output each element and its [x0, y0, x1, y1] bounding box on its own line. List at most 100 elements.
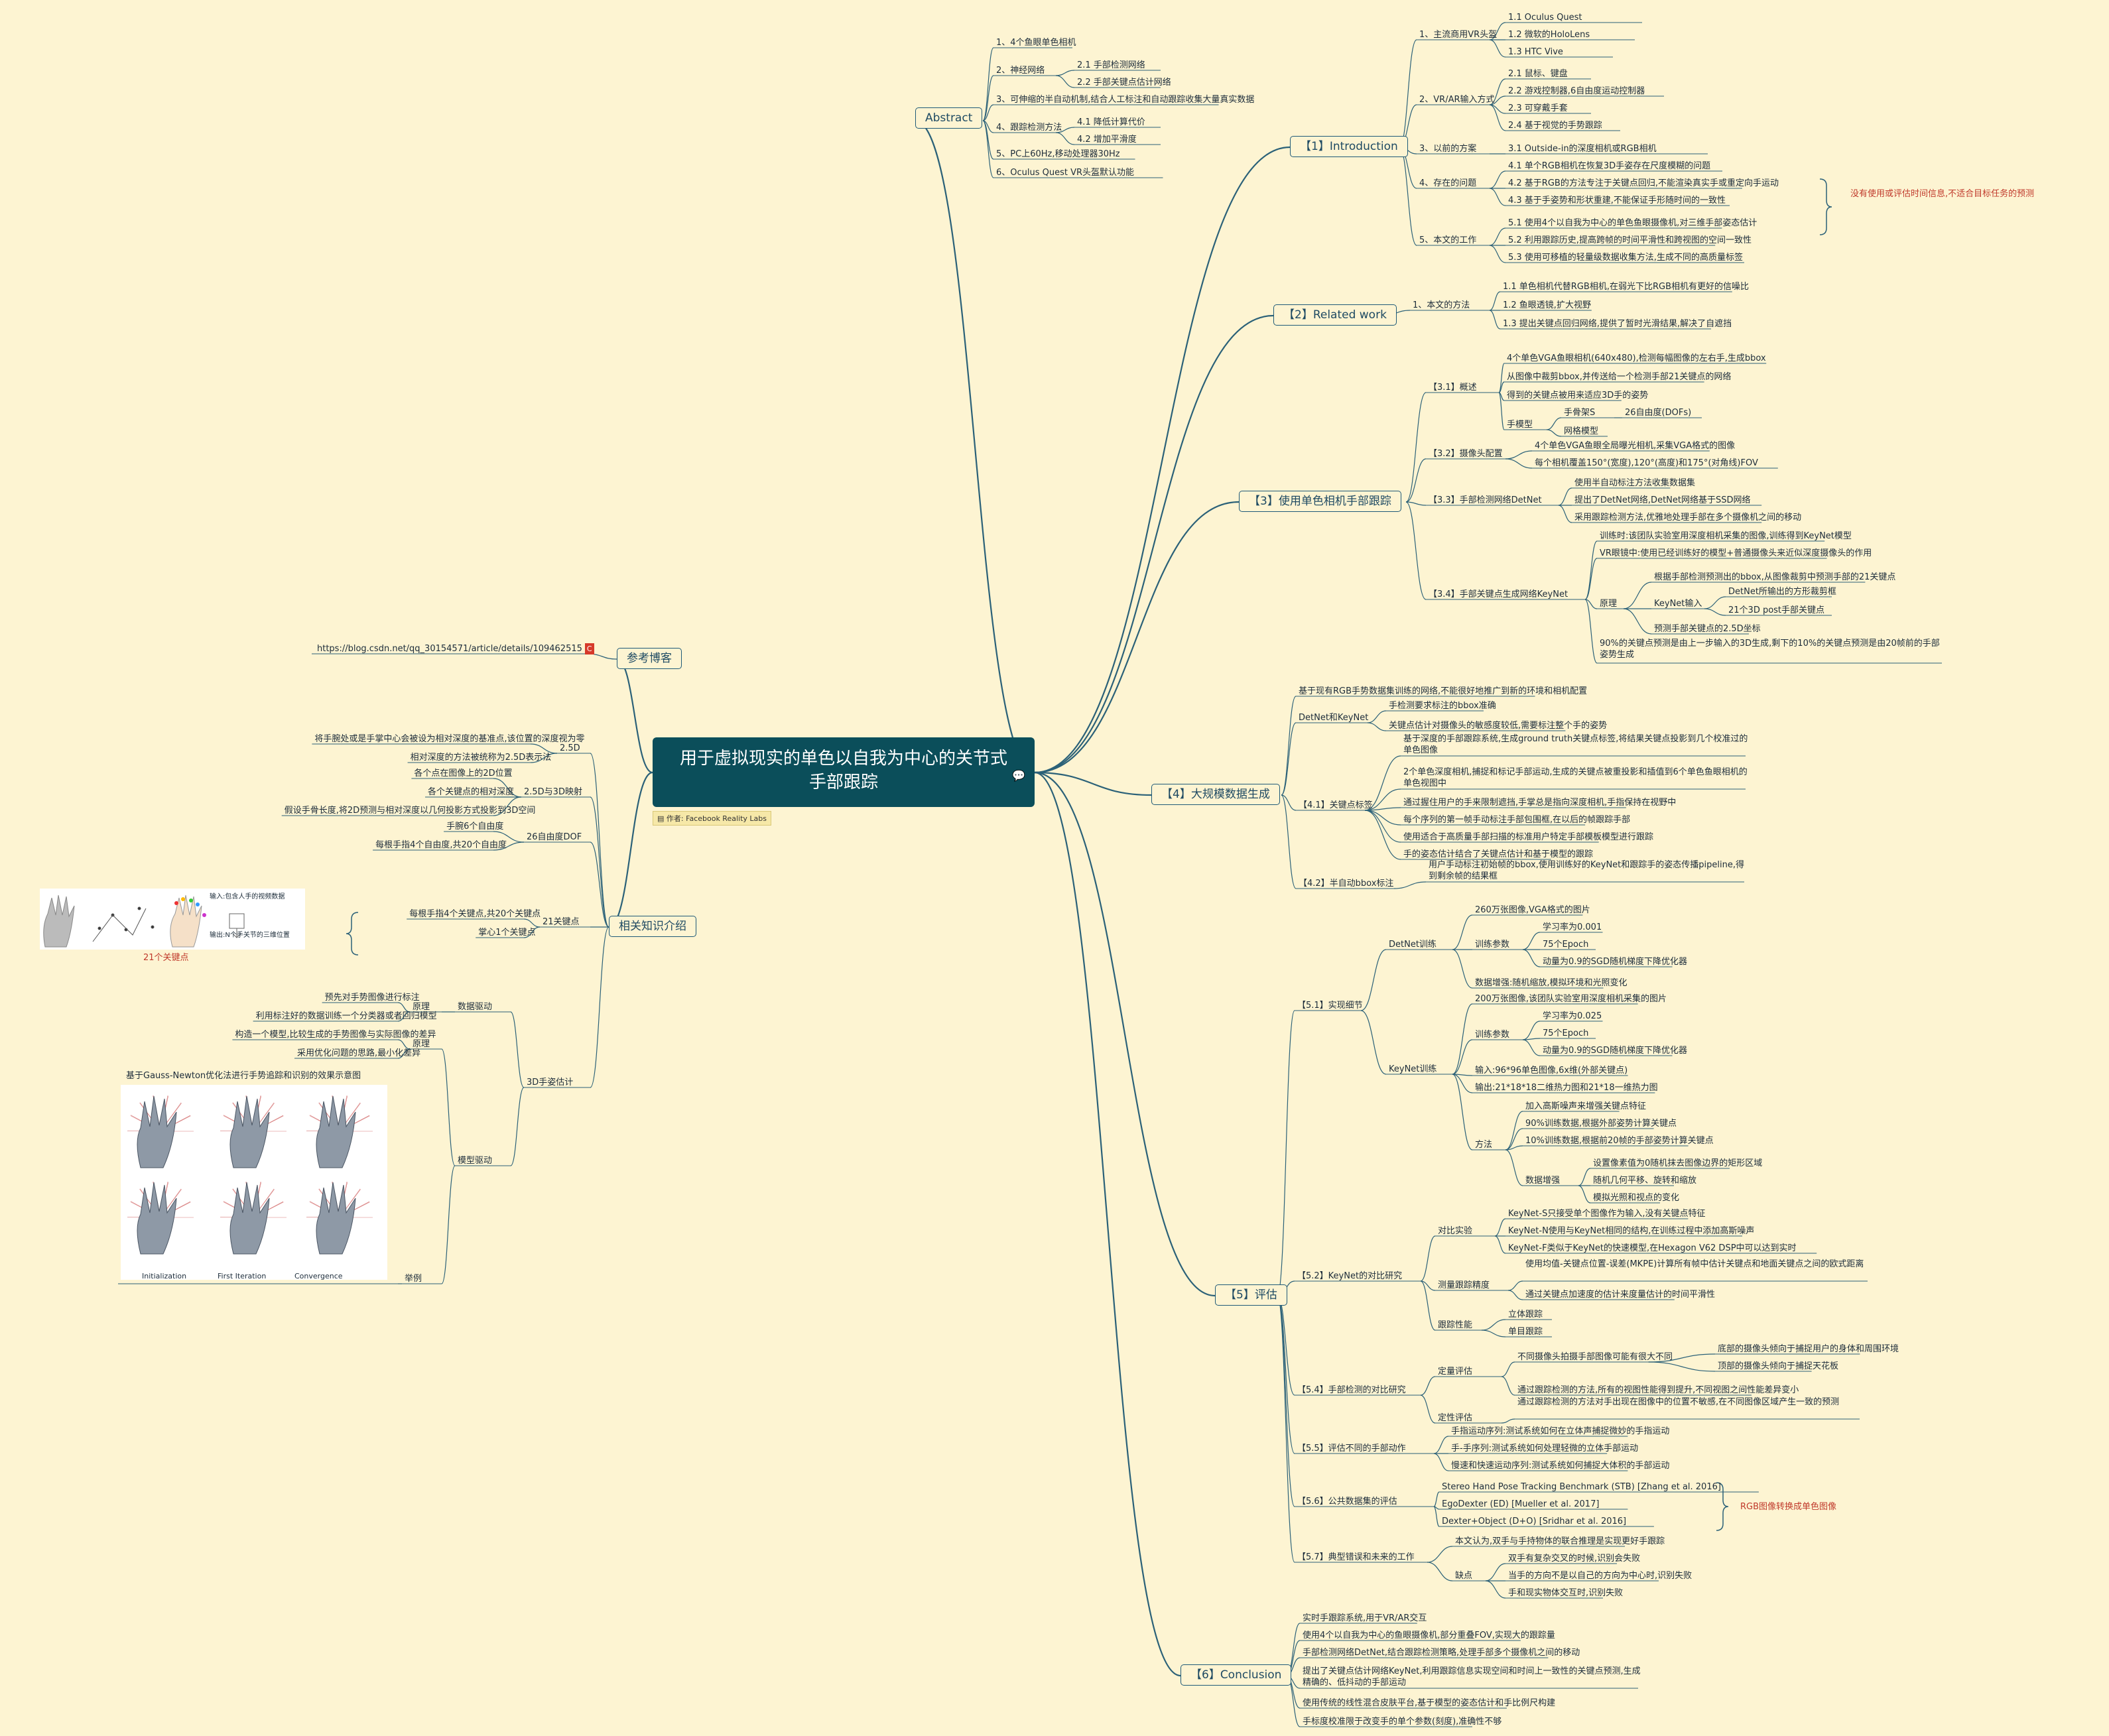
abstract-subitem[interactable]: 2.1 手部检测网络: [1077, 60, 1145, 70]
dataset-topic[interactable]: 【4】大规模数据生成: [1151, 784, 1280, 805]
motion-item[interactable]: 手指运动序列:测试系统如何在立体声捕捉微妙的手指运动: [1451, 1426, 1670, 1436]
keypoint-item[interactable]: 掌心1个关键点: [478, 928, 536, 938]
keynet-train-item[interactable]: 输出:21*18*18二维热力图和21*18一维热力图: [1475, 1083, 1658, 1093]
compare-item[interactable]: KeyNet-S只接受单个图像作为输入,没有关键点特征: [1508, 1209, 1706, 1219]
reference-topic[interactable]: 参考博客: [617, 648, 682, 669]
performance-item[interactable]: 单目跟踪: [1508, 1327, 1543, 1337]
dataset-item[interactable]: 手检测要求标注的bbox准确: [1389, 701, 1496, 711]
keynet-train[interactable]: KeyNet训练: [1389, 1064, 1437, 1074]
comment-icon[interactable]: 💬: [1012, 769, 1025, 782]
abstract-subitem[interactable]: 4.1 降低计算代价: [1077, 117, 1145, 127]
abstract-item[interactable]: 6、Oculus Quest VR头盔默认功能: [996, 168, 1135, 178]
method-item[interactable]: 10%训练数据,根据前20帧的手部姿势计算关键点: [1525, 1136, 1714, 1146]
model-driven[interactable]: 模型驱动: [458, 1156, 493, 1166]
map-item[interactable]: 各个关键点的相对深度: [428, 787, 515, 797]
keynet-input[interactable]: KeyNet输入: [1654, 599, 1702, 609]
dataset-entry[interactable]: Stereo Hand Pose Tracking Benchmark (STB…: [1442, 1482, 1721, 1492]
abstract-item[interactable]: 4、跟踪检测方法: [996, 123, 1062, 133]
intro-subitem[interactable]: 5.1 使用4个以自我为中心的单色鱼眼摄像机,对三维手部姿态估计: [1508, 218, 1758, 228]
map-item[interactable]: 假设手骨长度,将2D预测与相对深度以几何投影方式投影到3D空间: [284, 806, 536, 816]
section-4-1-item[interactable]: 通过握住用户的手来限制遮挡,手掌总是指向深度相机,手指保持在视野中: [1403, 798, 1677, 808]
section-4-1-item[interactable]: 基于深度的手部跟踪系统,生成ground truth关键点标签,将结果关键点投影…: [1403, 734, 1748, 755]
data-augmentation[interactable]: 数据增强: [1525, 1176, 1561, 1186]
section-3-3[interactable]: 【3.3】手部检测网络DetNet: [1429, 495, 1542, 505]
abstract-item[interactable]: 2、神经网络: [996, 66, 1045, 76]
keynet-input-item[interactable]: DetNet所输出的方形裁剪框: [1728, 587, 1836, 597]
intro-subitem[interactable]: 4.2 基于RGB的方法专注于关键点回归,不能渲染真实手或重定向手运动: [1508, 178, 1779, 188]
defects[interactable]: 缺点: [1455, 1571, 1473, 1581]
intro-subitem[interactable]: 2.3 可穿戴手套: [1508, 103, 1568, 113]
abstract-item[interactable]: 1、4个鱼眼单色相机: [996, 38, 1076, 48]
conclusion-item[interactable]: 使用传统的线性混合皮肤平台,基于模型的姿态估计和手比例尺构建: [1303, 1698, 1556, 1708]
21-keypoints[interactable]: 21关键点: [543, 917, 580, 927]
defect-item[interactable]: 当手的方向不是以自己的方向为中心时,识别失败: [1508, 1571, 1693, 1581]
motion-item[interactable]: 手-手序列:测试系统如何处理轻微的立体手部运动: [1451, 1444, 1639, 1454]
intro-group[interactable]: 3、以前的方案: [1419, 144, 1477, 154]
augmentation-item[interactable]: 随机几何平移、旋转和缩放: [1593, 1176, 1697, 1186]
dof-item[interactable]: 手腕6个自由度: [446, 822, 504, 832]
intro-subitem[interactable]: 4.3 基于手姿势和形状重建,不能保证手形随时间的一致性: [1508, 196, 1726, 206]
future-item[interactable]: 本文认为,双手与手持物体的联合推理是实现更好手跟踪: [1455, 1536, 1665, 1546]
section-3-2-item[interactable]: 每个相机覆盖150°(宽度),120°(高度)和175°(对角线)FOV: [1535, 458, 1758, 468]
defect-item[interactable]: 双手有复杂交叉的时候,识别会失败: [1508, 1554, 1641, 1564]
principle[interactable]: 原理: [1600, 599, 1618, 609]
conclusion-item[interactable]: 提出了关键点估计网络KeyNet,利用跟踪信息实现空间和时间上一致性的关键点预测…: [1303, 1666, 1641, 1688]
section-3-2-item[interactable]: 4个单色VGA鱼眼全局曝光相机,采集VGA格式的图像: [1535, 441, 1736, 451]
section-4-1-item[interactable]: 每个序列的第一帧手动标注手部包围框,在以后的帧跟踪手部: [1403, 815, 1631, 825]
intro-group[interactable]: 5、本文的工作: [1419, 235, 1477, 245]
intro-subitem[interactable]: 2.1 鼠标、键盘: [1508, 69, 1568, 79]
compare-experiment[interactable]: 对比实验: [1438, 1226, 1473, 1236]
data-driven[interactable]: 数据驱动: [458, 1002, 493, 1012]
keypoint-item[interactable]: 每根手指4个关键点,共20个关键点: [409, 909, 541, 919]
model-driven-item[interactable]: 构造一个模型,比较生成的手势图像与实际图像的差异: [235, 1030, 436, 1040]
section-3-3-item[interactable]: 采用跟踪检测方法,优雅地处理手部在多个摄像机之间的移动: [1574, 513, 1802, 523]
train-param[interactable]: 动量为0.9的SGD随机梯度下降优化器: [1543, 957, 1688, 967]
section-3-3-item[interactable]: 提出了DetNet网络,DetNet网络基于SSD网络: [1574, 495, 1751, 505]
train-param[interactable]: 75个Epoch: [1543, 1028, 1589, 1038]
mesh-model[interactable]: 网格模型: [1564, 426, 1599, 436]
keynet-train-item[interactable]: 输入:96*96单色图像,6x维(外部关键点): [1475, 1066, 1628, 1076]
abstract-topic[interactable]: Abstract: [915, 107, 983, 129]
map-item[interactable]: 各个点在图像上的2D位置: [414, 769, 513, 778]
introduction-topic[interactable]: 【1】Introduction: [1290, 136, 1408, 157]
intro-group[interactable]: 2、VR/AR输入方式: [1419, 95, 1495, 105]
tracking-performance[interactable]: 跟踪性能: [1438, 1320, 1473, 1330]
2-5d-node[interactable]: 2.5D: [560, 743, 580, 753]
intro-group[interactable]: 4、存在的问题: [1419, 178, 1477, 188]
quant-sub-item[interactable]: 顶部的摄像头倾向于捕捉天花板: [1718, 1361, 1839, 1371]
method-item[interactable]: 90%训练数据,根据外部姿势计算关键点: [1525, 1119, 1677, 1129]
intro-subitem[interactable]: 1.1 Oculus Quest: [1508, 13, 1582, 23]
section-3-2[interactable]: 【3.2】摄像头配置: [1429, 449, 1503, 459]
quant-sub-item[interactable]: 底部的摄像头倾向于捕捉用户的身体和周围环境: [1718, 1344, 1899, 1354]
abstract-subitem[interactable]: 4.2 增加平滑度: [1077, 135, 1137, 145]
detnet-keynet[interactable]: DetNet和KeyNet: [1299, 713, 1369, 723]
section-4-1[interactable]: 【4.1】关键点标签: [1299, 800, 1373, 810]
section-5-1[interactable]: 【5.1】实现细节: [1297, 1001, 1363, 1011]
hand-skeleton[interactable]: 手骨架S: [1564, 408, 1596, 418]
dataset-lead[interactable]: 基于现有RGB手势数据集训练的网络,不能很好地推广到新的环境和相机配置: [1299, 686, 1588, 696]
principle[interactable]: 原理: [413, 1039, 430, 1049]
detnet-train-item[interactable]: 260万张图像,VGA格式的图片: [1475, 905, 1590, 915]
related-item[interactable]: 1.3 提出关键点回归网络,提供了暂时光滑结果,解决了自遮挡: [1503, 319, 1732, 329]
abstract-subitem[interactable]: 2.2 手部关键点估计网络: [1077, 78, 1171, 88]
related-work-topic[interactable]: 【2】Related work: [1273, 304, 1397, 326]
keynet-train-item[interactable]: 200万张图像,该团队实验室用深度相机采集的图片: [1475, 994, 1667, 1004]
augmentation-item[interactable]: 模拟光照和视点的变化: [1593, 1193, 1680, 1203]
section-3-3-item[interactable]: 使用半自动标注方法收集数据集: [1574, 478, 1696, 488]
intro-subitem[interactable]: 4.1 单个RGB相机在恢复3D手姿存在尺度模糊的问题: [1508, 161, 1711, 171]
section-5-2[interactable]: 【5.2】KeyNet的对比研究: [1297, 1271, 1403, 1281]
intro-subitem[interactable]: 5.3 使用可移植的轻量级数据收集方法,生成不同的高质量标签: [1508, 253, 1743, 263]
dataset-entry[interactable]: EgoDexter (ED) [Mueller et al. 2017]: [1442, 1499, 1600, 1509]
principle-item[interactable]: 预测手部关键点的2.5D坐标: [1654, 624, 1761, 634]
train-params[interactable]: 训练参数: [1475, 940, 1510, 950]
conclusion-topic[interactable]: 【6】Conclusion: [1181, 1664, 1292, 1686]
section-4-2[interactable]: 【4.2】半自动bbox标注: [1299, 879, 1394, 889]
intro-group[interactable]: 1、主流商用VR头盔: [1419, 30, 1498, 40]
train-param[interactable]: 动量为0.9的SGD随机梯度下降优化器: [1543, 1046, 1688, 1056]
qualitative-eval[interactable]: 定性评估: [1438, 1413, 1473, 1423]
dataset-entry[interactable]: Dexter+Object (D+O) [Sridhar et al. 2016…: [1442, 1517, 1627, 1526]
keynet-input-item[interactable]: 21个3D post手部关键点: [1728, 605, 1825, 615]
train-param[interactable]: 75个Epoch: [1543, 940, 1589, 950]
section-4-1-item[interactable]: 手的姿态估计结合了关键点估计和基于模型的跟踪: [1403, 849, 1594, 859]
conclusion-item[interactable]: 实时手跟踪系统,用于VR/AR交互: [1303, 1613, 1427, 1623]
